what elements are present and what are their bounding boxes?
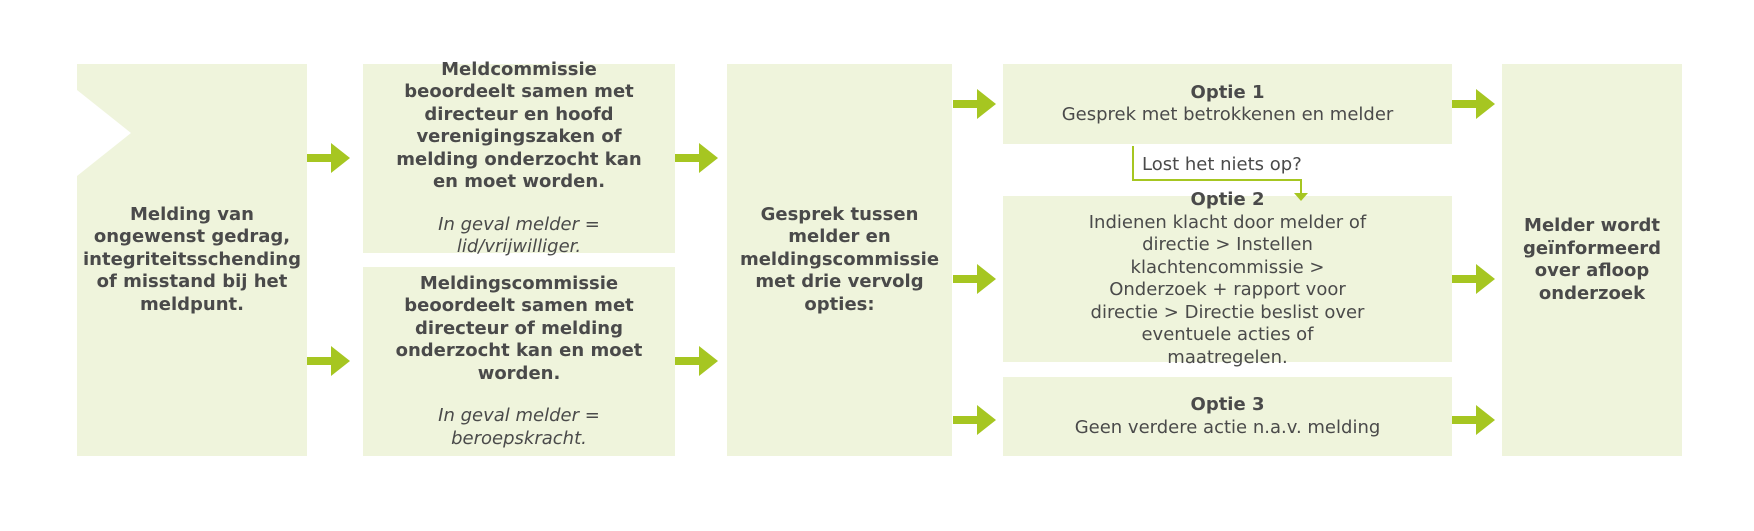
conversation-box: Gesprek tussen melder en meldingscommiss… xyxy=(727,64,952,456)
option2-text: Indienen klacht door melder of directie … xyxy=(1088,211,1367,368)
option1-title: Optie 1 xyxy=(1190,81,1265,103)
assess-professional-condition: In geval melder = beroepskracht. xyxy=(438,405,600,449)
connector-label: Lost het niets op? xyxy=(1142,154,1302,175)
arrow-icon xyxy=(675,346,718,376)
arrow-icon xyxy=(307,143,350,173)
arrow-icon xyxy=(953,264,996,294)
option1-text: Gesprek met betrokkenen en melder xyxy=(1061,104,1394,125)
assess-volunteer-condition: In geval melder = lid/vrijwilliger. xyxy=(438,213,600,258)
arrow-icon xyxy=(1452,405,1495,435)
arrow-icon xyxy=(307,346,350,376)
assess-volunteer-text: Meldcommissie beoordeelt samen met direc… xyxy=(396,58,642,193)
arrow-icon xyxy=(675,143,718,173)
arrow-icon xyxy=(1452,89,1495,119)
arrow-icon xyxy=(1452,264,1495,294)
assess-professional-box: Meldingscommissie beoordeelt samen met d… xyxy=(363,267,675,456)
conversation-text: Gesprek tussen melder en meldingscommiss… xyxy=(739,203,940,315)
end-text: Melder wordt geïnformeerd over afloop on… xyxy=(1522,215,1662,304)
arrow-icon xyxy=(953,405,996,435)
option2-box: Optie 2 Indienen klacht door melder of d… xyxy=(1003,189,1452,368)
option3-title: Optie 3 xyxy=(1190,394,1265,415)
assess-volunteer-box: Meldcommissie beoordeelt samen met direc… xyxy=(363,59,675,257)
option3-box: Optie 3 Geen verdere actie n.a.v. meldin… xyxy=(1003,377,1452,456)
option1-box: Optie 1 Gesprek met betrokkenen en melde… xyxy=(1003,64,1452,144)
option2-title: Optie 2 xyxy=(1190,189,1265,210)
start-text: Melding van ongewenst gedrag, integritei… xyxy=(83,203,302,315)
option3-text: Geen verdere actie n.a.v. melding xyxy=(1074,416,1381,438)
end-box: Melder wordt geïnformeerd over afloop on… xyxy=(1502,64,1682,456)
start-box: Melding van ongewenst gedrag, integritei… xyxy=(77,64,307,456)
arrow-icon xyxy=(953,89,996,119)
start-notch xyxy=(77,90,131,176)
assess-professional-text: Meldingscommissie beoordeelt samen met d… xyxy=(395,272,643,384)
